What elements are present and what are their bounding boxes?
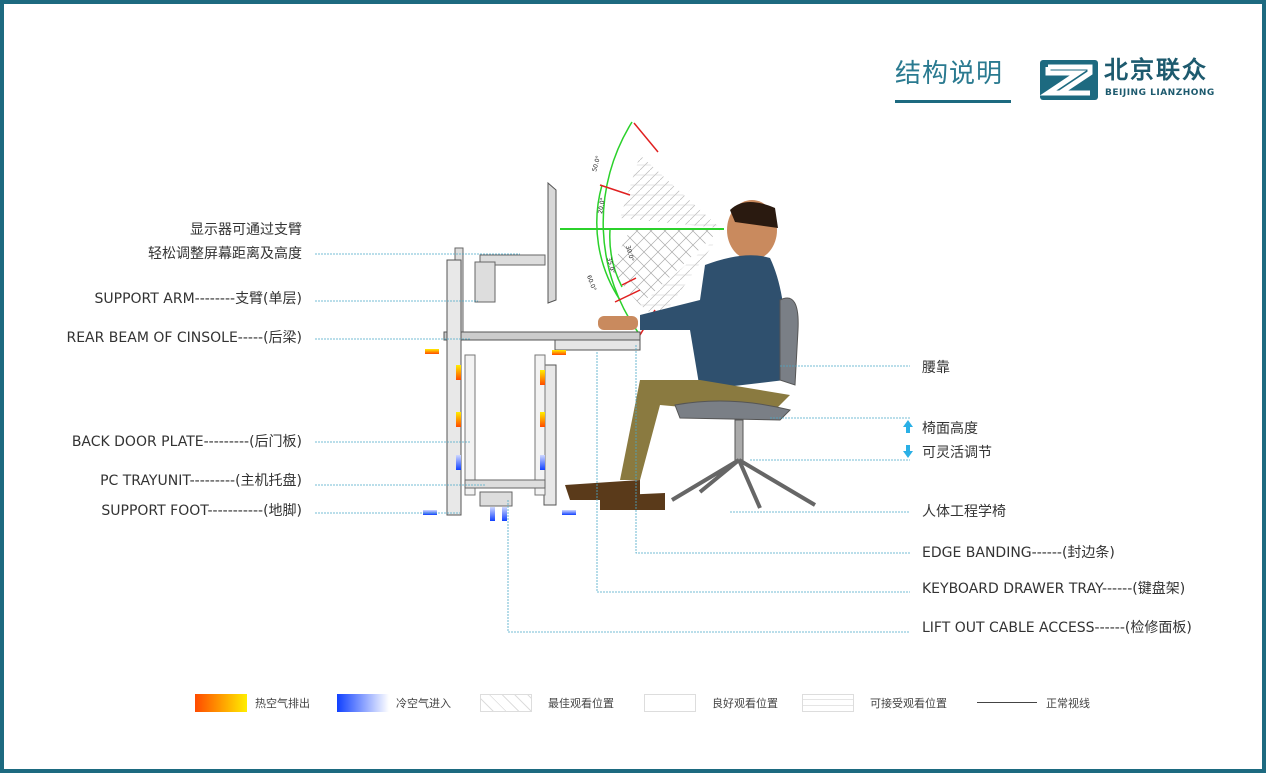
legend-normal-sightline: 正常视线 [1046, 697, 1090, 710]
angle-arc-inner [609, 229, 623, 288]
hot-air-arrows [425, 349, 566, 427]
label-support-foot: SUPPORT FOOT-----------(地脚) [101, 503, 302, 519]
angle-label: 35.0° [605, 257, 616, 275]
legend-best-view: 最佳观看位置 [548, 697, 614, 710]
legend-swatch-hot-air [195, 694, 247, 712]
legend-swatch-acceptable [802, 694, 854, 712]
label-adjustable: 可灵活调节 [922, 445, 992, 461]
rear-panel [446, 259, 462, 516]
seat-height-arrows [903, 420, 913, 458]
label-lumbar: 腰靠 [922, 360, 950, 376]
desk-top [443, 331, 641, 341]
legend-swatch-best [480, 694, 532, 712]
acceptable-zone-lower [640, 235, 720, 320]
legend-swatch-cold-air [337, 694, 389, 712]
cold-air-arrows [423, 455, 576, 521]
keyboard-tray [554, 339, 641, 351]
page-title: 结构说明 [895, 59, 1004, 89]
label-monitor-arm-desc-2: 轻松调整屏幕距离及高度 [148, 246, 302, 262]
front-panel [543, 364, 557, 506]
label-pc-tray: PC TRAYUNIT---------(主机托盘) [100, 473, 302, 489]
label-edge-banding: EDGE BANDING------(封边条) [922, 545, 1115, 561]
ergonomic-chair [670, 297, 817, 509]
pc-tray [464, 479, 546, 489]
angle-label: 50.0° [591, 155, 602, 173]
angle-label: 20.0° [597, 197, 607, 214]
leader-lines [315, 253, 910, 633]
cabinet-post [464, 354, 476, 496]
label-support-arm: SUPPORT ARM--------支臂(单层) [94, 291, 302, 307]
legend-swatch-sightline [977, 702, 1037, 703]
angle-arc-mid [596, 184, 621, 301]
logo-text-en: BEIJING LIANZHONG [1105, 88, 1215, 98]
legend-hot-air: 热空气排出 [255, 697, 310, 710]
acceptable-zone-upper [620, 155, 720, 228]
label-back-door-plate: BACK DOOR PLATE---------(后门板) [71, 434, 302, 450]
title-underline [895, 100, 1011, 103]
best-zone [610, 230, 720, 305]
legend-good-view: 良好观看位置 [712, 697, 778, 710]
label-monitor-arm-desc-1: 显示器可通过支臂 [190, 222, 302, 238]
cable-access [479, 491, 513, 507]
label-keyboard-tray: KEYBOARD DRAWER TRAY------(键盘架) [922, 581, 1186, 597]
support-arm [454, 247, 546, 334]
legend-acceptable-view: 可接受观看位置 [870, 697, 947, 710]
label-rear-beam: REAR BEAM OF CINSOLE-----(后梁) [66, 330, 302, 346]
logo-icon [1040, 60, 1098, 100]
angle-label: 60.0° [585, 274, 597, 292]
label-cable-access: LIFT OUT CABLE ACCESS------(检修面板) [922, 620, 1192, 636]
logo-text-cn: 北京联众 [1104, 56, 1208, 84]
label-seat-height: 椅面高度 [922, 421, 978, 437]
legend-swatch-good [644, 694, 696, 712]
label-ergonomic-chair: 人体工程学椅 [922, 504, 1006, 520]
legend-cold-air: 冷空气进入 [396, 697, 451, 710]
angle-label: 30.0° [624, 245, 635, 263]
monitor [547, 181, 557, 304]
